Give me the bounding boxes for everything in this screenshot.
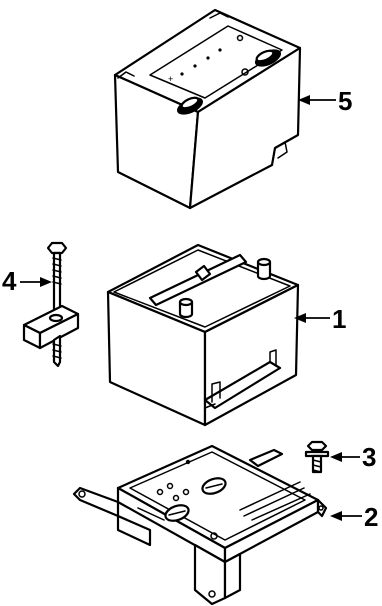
callout-4: 4 — [2, 266, 17, 296]
leader-5 — [298, 95, 336, 105]
leader-2 — [330, 511, 362, 521]
callout-1: 1 — [332, 304, 347, 334]
callout-5: 5 — [338, 86, 353, 116]
hold-down-bolt — [22, 241, 80, 368]
battery-cover: + — [113, 8, 302, 210]
svg-text:+: + — [168, 74, 173, 84]
leader-1 — [294, 313, 330, 323]
leader-3 — [330, 452, 360, 462]
battery — [106, 243, 300, 427]
callout-2: 2 — [364, 502, 379, 532]
battery-tray — [72, 444, 328, 606]
callout-3: 3 — [362, 442, 377, 472]
tray-bolt — [304, 440, 330, 474]
leader-4 — [20, 277, 52, 287]
